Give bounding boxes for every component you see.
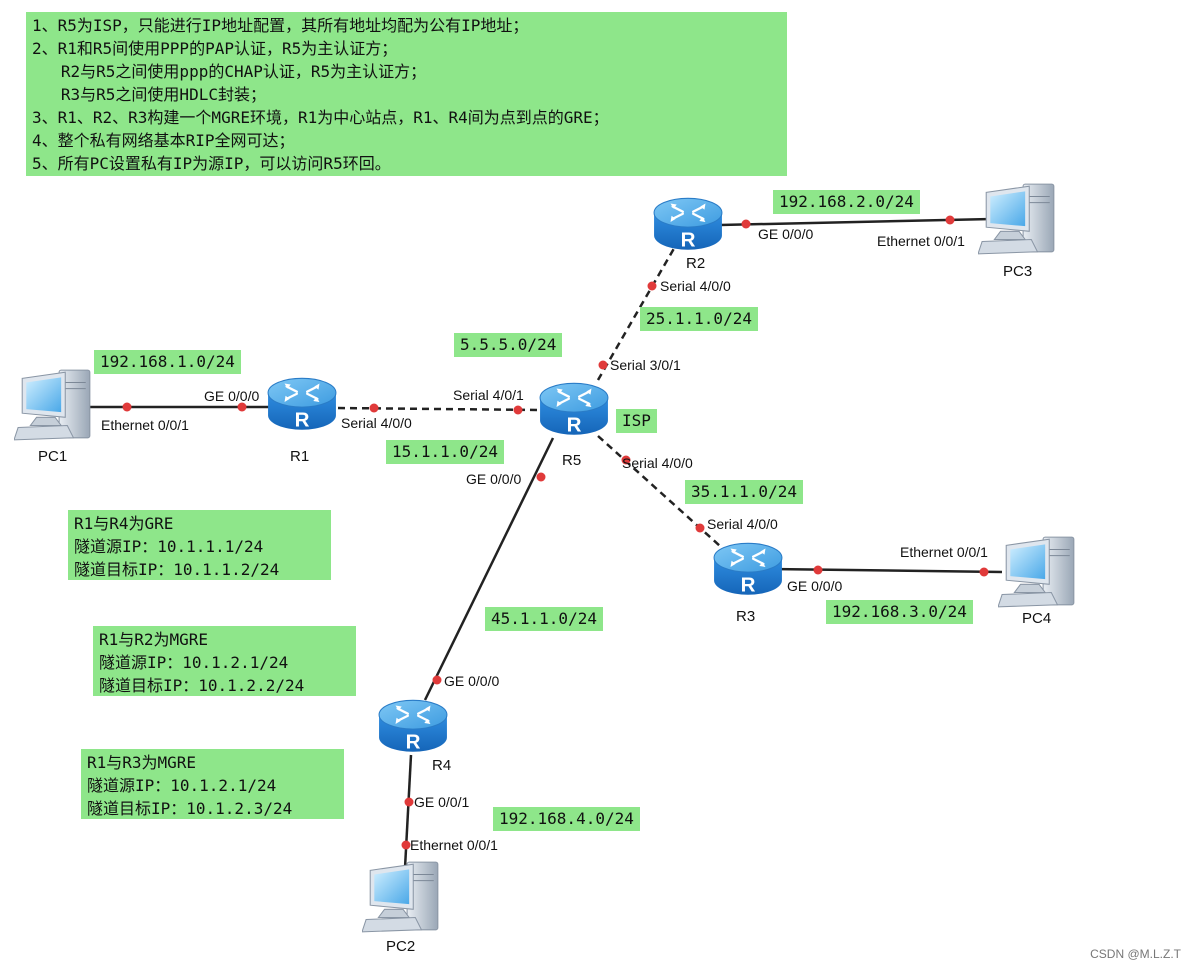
subnet-lan1: 192.168.1.0/24 (94, 350, 241, 374)
port-label: GE 0/0/0 (444, 673, 500, 689)
port-dot (404, 797, 414, 807)
tunnel-line: 隧道源IP：10.1.2.1/24 (87, 776, 277, 795)
port-dot (401, 840, 411, 850)
pc1-icon (14, 369, 91, 441)
requirement-line: R3与R5之间使用HDLC封装； (32, 85, 266, 104)
requirement-line: 3、R1、R2、R3构建一个MGRE环境，R1为中心站点，R1、R4间为点到点的… (32, 108, 609, 127)
device-label-r5: R5 (562, 452, 582, 469)
port-dot (945, 215, 955, 225)
tunnel-line: 隧道源IP：10.1.1.1/24 (74, 537, 264, 556)
isp-tag: ISP (616, 409, 657, 433)
router-r1-icon (266, 377, 338, 433)
port-label: Serial 4/0/0 (341, 415, 412, 431)
port-dot (513, 405, 523, 415)
subnet-r1-r5: 15.1.1.0/24 (386, 440, 504, 464)
requirement-line: 4、整个私有网络基本RIP全网可达； (32, 131, 295, 150)
tunnel-line: 隧道目标IP：10.1.2.3/24 (87, 799, 293, 818)
port-dot (695, 523, 705, 533)
requirements-note: 1、R5为ISP，只能进行IP地址配置，其所有地址均配为公有IP地址； 2、R1… (26, 12, 787, 176)
tunnel-line: R1与R4为GRE (74, 514, 174, 533)
tunnel-line: R1与R3为MGRE (87, 753, 197, 772)
subnet-r3-r5: 35.1.1.0/24 (685, 480, 803, 504)
subnet-r2-r5: 25.1.1.0/24 (640, 307, 758, 331)
port-label: GE 0/0/1 (414, 794, 470, 810)
subnet-loopback: 5.5.5.0/24 (454, 333, 563, 357)
tunnel-note-r1-r4: R1与R4为GRE 隧道源IP：10.1.1.1/24 隧道目标IP：10.1.… (68, 510, 331, 580)
port-label: Ethernet 0/0/1 (410, 837, 498, 853)
port-label: Ethernet 0/0/1 (877, 233, 965, 249)
pc4-icon (998, 536, 1075, 608)
link-r1-r5 (337, 406, 541, 412)
device-label-r4: R4 (432, 757, 452, 774)
tunnel-note-r1-r3: R1与R3为MGRE 隧道源IP：10.1.2.1/24 隧道目标IP：10.1… (81, 749, 344, 819)
port-label: GE 0/0/0 (787, 578, 843, 594)
requirement-line: R2与R5之间使用ppp的CHAP认证，R5为主认证方； (32, 62, 427, 81)
subnet-r4-r5: 45.1.1.0/24 (485, 607, 603, 631)
device-label-pc1: PC1 (38, 448, 68, 465)
tunnel-line: 隧道目标IP：10.1.2.2/24 (99, 676, 305, 695)
requirement-line: 2、R1和R5间使用PPP的PAP认证，R5为主认证方； (32, 39, 398, 58)
port-dot (813, 565, 823, 575)
pc3-icon (978, 183, 1055, 255)
port-dot (621, 455, 631, 465)
port-dot (598, 360, 608, 370)
port-dot (979, 567, 989, 577)
router-r4-icon (377, 699, 449, 755)
port-label: GE 0/0/0 (204, 388, 260, 404)
link-r3-pc4 (769, 567, 1003, 574)
port-label: Serial 3/0/1 (610, 357, 681, 373)
port-dot (741, 219, 751, 229)
router-r5-icon (538, 382, 610, 438)
requirement-line: 5、所有PC设置私有IP为源IP，可以访问R5环回。 (32, 154, 391, 173)
tunnel-line: R1与R2为MGRE (99, 630, 209, 649)
tunnel-line: 隧道目标IP：10.1.1.2/24 (74, 560, 280, 579)
link-r5-r4 (423, 437, 555, 701)
subnet-lan2: 192.168.2.0/24 (773, 190, 920, 214)
port-label: Serial 4/0/0 (660, 278, 731, 294)
port-label: Serial 4/0/1 (453, 387, 524, 403)
link-r5-r2 (596, 244, 678, 381)
port-label: GE 0/0/0 (758, 226, 814, 242)
port-label: Ethernet 0/0/1 (101, 417, 189, 433)
port-dot (536, 472, 546, 482)
device-label-r3: R3 (736, 608, 756, 625)
port-dot (122, 402, 132, 412)
port-dot (647, 281, 657, 291)
requirement-line: 1、R5为ISP，只能进行IP地址配置，其所有地址均配为公有IP地址； (32, 16, 529, 35)
device-label-r1: R1 (290, 448, 310, 465)
pc2-icon (362, 861, 439, 933)
port-dots (122, 215, 989, 850)
port-label: Serial 4/0/0 (707, 516, 778, 532)
subnet-lan4: 192.168.4.0/24 (493, 807, 640, 831)
router-r3-icon (712, 542, 784, 598)
port-label: GE 0/0/0 (466, 471, 522, 487)
port-dot (432, 675, 442, 685)
tunnel-line: 隧道源IP：10.1.2.1/24 (99, 653, 289, 672)
device-label-pc3: PC3 (1003, 263, 1033, 280)
device-label-r2: R2 (686, 255, 706, 272)
watermark-credit: CSDN @M.L.Z.T (1090, 947, 1181, 961)
router-r2-icon (652, 197, 724, 253)
device-label-pc2: PC2 (386, 938, 416, 955)
device-label-pc4: PC4 (1022, 610, 1052, 627)
tunnel-note-r1-r2: R1与R2为MGRE 隧道源IP：10.1.2.1/24 隧道目标IP：10.1… (93, 626, 356, 696)
subnet-lan3: 192.168.3.0/24 (826, 600, 973, 624)
port-dot (237, 402, 247, 412)
port-dot (369, 403, 379, 413)
port-label: Ethernet 0/0/1 (900, 544, 988, 560)
port-label: Serial 4/0/0 (622, 455, 693, 471)
